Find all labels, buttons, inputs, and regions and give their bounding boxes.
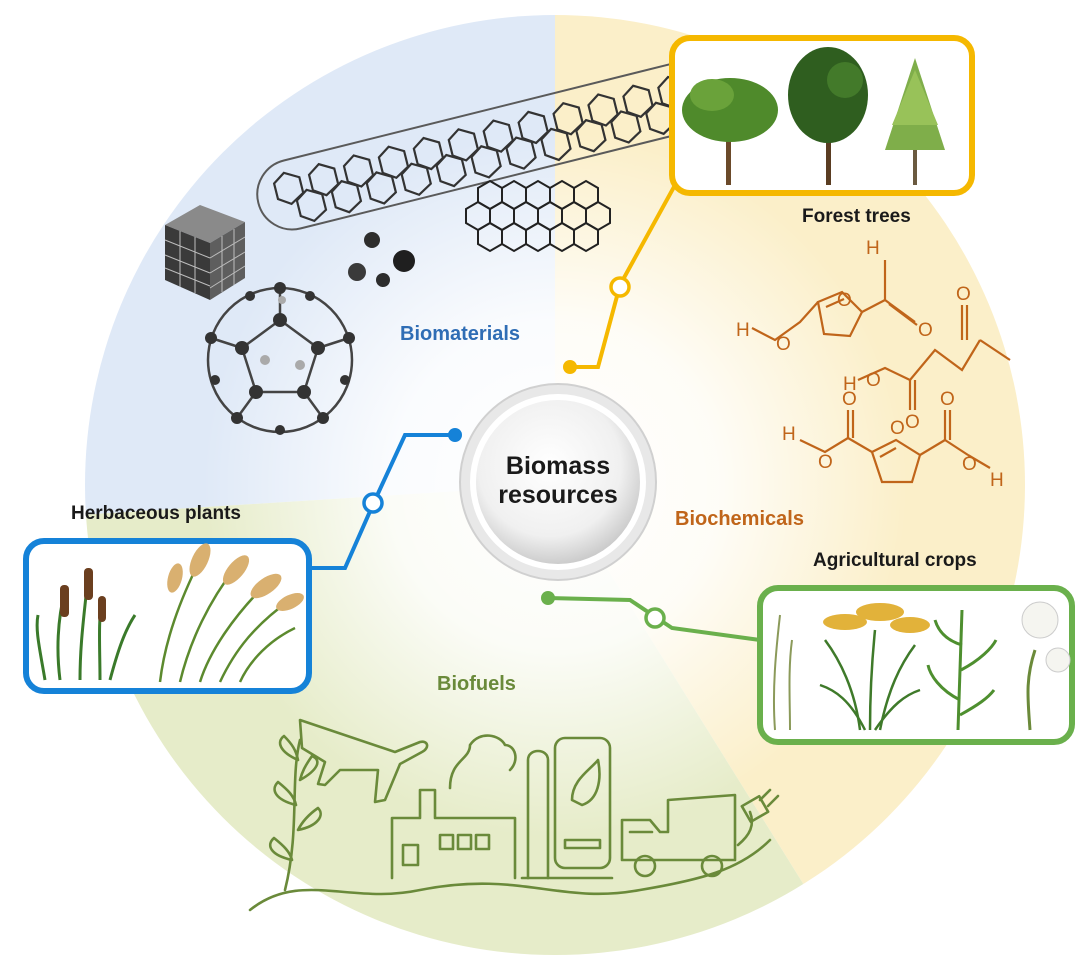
cotton-icon xyxy=(1021,601,1071,731)
atom-label: O xyxy=(940,389,955,410)
agricultural-crops-box[interactable] xyxy=(757,585,1075,745)
levulinic-acid-icon xyxy=(857,305,1011,410)
biochemicals-label: Biochemicals xyxy=(675,508,804,530)
fullerene-icon xyxy=(205,282,355,435)
nanoparticle-icon xyxy=(348,232,415,287)
atom-label: O xyxy=(962,454,977,475)
plug-icon xyxy=(736,788,780,847)
biofuels-illustration xyxy=(248,718,780,912)
atom-label: O xyxy=(890,418,905,439)
atom-label: O xyxy=(918,320,933,341)
factory-icon xyxy=(390,734,517,880)
atom-label: O xyxy=(818,452,833,473)
reed-grass-icon xyxy=(819,629,921,731)
atom-label: H xyxy=(990,470,1004,491)
reed-grass-icon xyxy=(167,543,304,611)
biofuels-label: Biofuels xyxy=(437,673,516,695)
atom-label: O xyxy=(776,334,791,355)
wheat-icon xyxy=(772,614,793,731)
fdca-molecule-icon xyxy=(799,410,991,484)
center-label: Biomass resources xyxy=(478,452,638,510)
corn-icon xyxy=(926,609,998,731)
forest-connector xyxy=(563,175,682,374)
hmf-molecule-icon xyxy=(751,260,918,342)
wheat-icon xyxy=(823,603,930,633)
agricultural-connector xyxy=(541,591,761,642)
molecule-atoms: H O O H O H O O O H O O O O O H xyxy=(736,238,1004,491)
atom-label: O xyxy=(905,412,920,433)
atom-label: O xyxy=(866,370,881,391)
herbaceous-plants-label: Herbaceous plants xyxy=(71,503,241,524)
atom-label: O xyxy=(842,389,857,410)
atom-label: H xyxy=(736,320,750,341)
airplane-icon xyxy=(298,718,429,804)
cattail-icon xyxy=(60,568,106,622)
carbon-cube-icon xyxy=(164,205,246,300)
vine-plant-icon xyxy=(269,734,322,892)
central-hub xyxy=(459,383,657,581)
herbaceous-plants-box[interactable] xyxy=(23,538,312,694)
truck-icon xyxy=(620,793,737,878)
atom-label: H xyxy=(782,424,796,445)
graphene-sheet-icon xyxy=(465,179,611,253)
tree-icon xyxy=(885,58,945,185)
atom-label: H xyxy=(843,374,857,395)
atom-label: H xyxy=(866,238,880,259)
forest-trees-label: Forest trees xyxy=(802,206,911,227)
carbon-nanotube-icon xyxy=(256,59,727,231)
forest-trees-box[interactable] xyxy=(669,35,975,196)
center-line2: resources xyxy=(498,481,618,509)
tree-icon xyxy=(788,47,868,185)
atom-label: O xyxy=(837,290,852,311)
center-line1: Biomass xyxy=(505,452,611,480)
fuel-pump-icon xyxy=(520,736,614,880)
biomaterials-label: Biomaterials xyxy=(400,323,521,345)
herbaceous-connector xyxy=(312,428,462,570)
agricultural-crops-label: Agricultural crops xyxy=(813,550,977,571)
tree-icon xyxy=(682,78,778,185)
atom-label: O xyxy=(956,284,971,305)
